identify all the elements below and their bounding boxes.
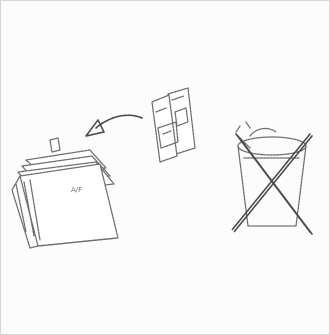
trash-can-icon <box>236 122 306 226</box>
curved-arrow-icon <box>86 115 142 136</box>
prohibited-cross-icon <box>232 134 312 234</box>
folder-label: A/F <box>71 186 82 194</box>
folded-document-icon <box>152 88 195 162</box>
expanding-folder-icon: A/F <box>12 138 118 248</box>
